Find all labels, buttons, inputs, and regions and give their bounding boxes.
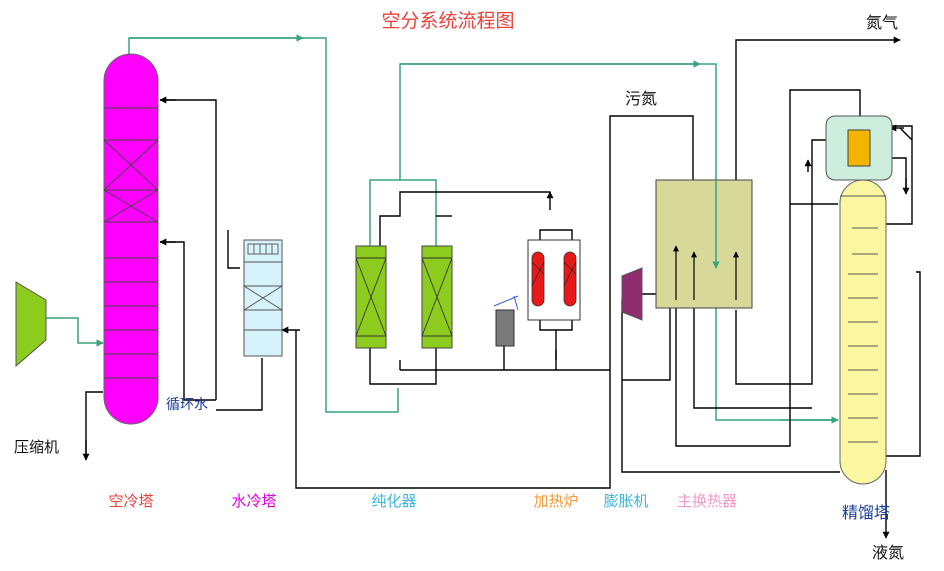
- rectification-tower-label: 精馏塔: [842, 503, 890, 522]
- main-heat-exchanger-label: 主换热器: [677, 492, 737, 510]
- air-cooling-tower-label: 空冷塔: [108, 492, 153, 510]
- purifier: [355, 245, 453, 349]
- air-cooling-tower: [103, 53, 159, 425]
- water-cooling-tower: [243, 239, 283, 357]
- rectification-tower: [825, 115, 893, 485]
- heater-label: 加热炉: [533, 492, 578, 510]
- expander: [621, 267, 643, 321]
- compressor: [15, 281, 47, 368]
- dirty-nitrogen-label: 污氮: [625, 89, 657, 108]
- water-cooling-tower-label: 水冷塔: [231, 492, 276, 510]
- nitrogen-label: 氮气: [866, 13, 898, 32]
- diagram-title: 空分系统流程图: [381, 10, 514, 32]
- purifier-label: 纯化器: [371, 492, 416, 510]
- main-heat-exchanger: [655, 179, 753, 309]
- heater: [527, 239, 581, 321]
- expander-label: 膨胀机: [603, 492, 648, 510]
- process-lines: [82, 36, 921, 539]
- circulating-water-label: 循环水: [166, 397, 208, 413]
- regeneration-vessel: [493, 295, 519, 347]
- liquid-nitrogen-label: 液氮: [872, 543, 904, 562]
- compressor-label: 压缩机: [14, 438, 59, 456]
